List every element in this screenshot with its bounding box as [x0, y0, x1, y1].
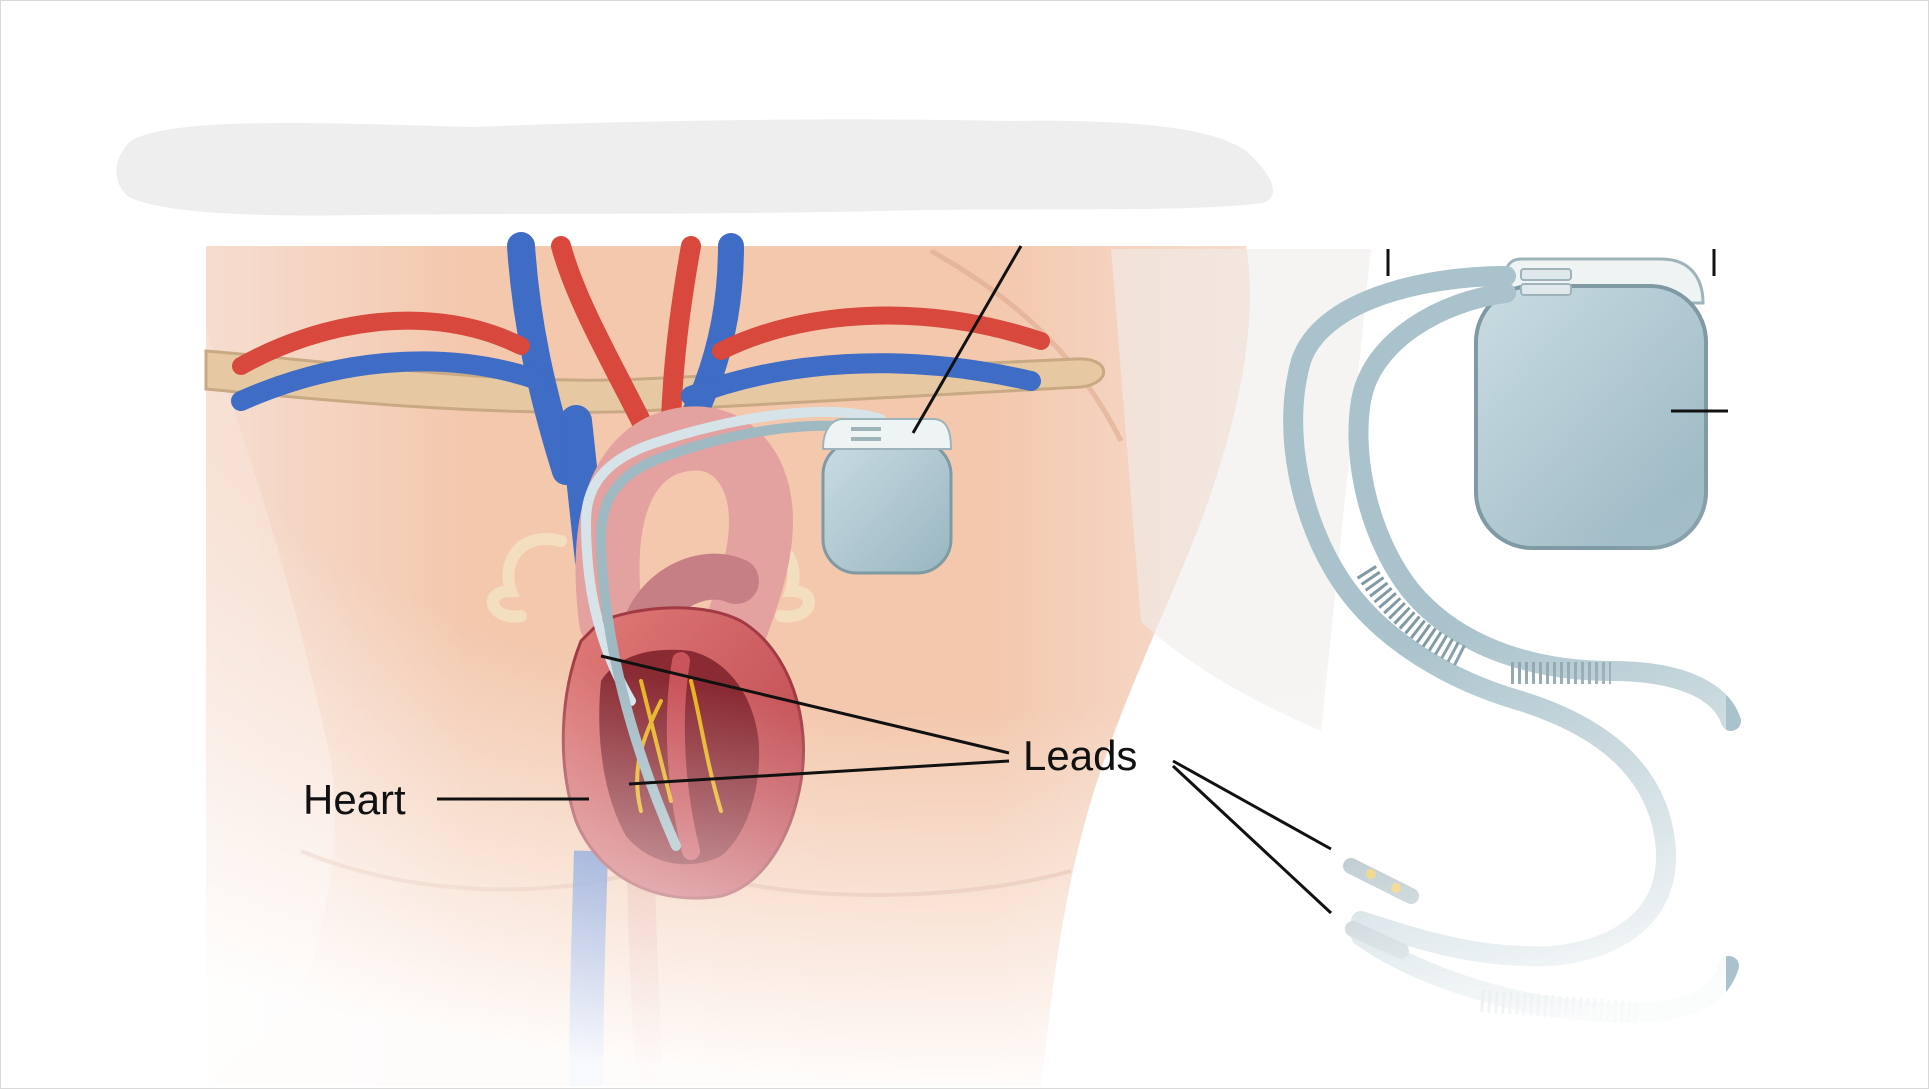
- leader-line-leads-2: [628, 759, 1010, 786]
- leader-line-leads-4: [1171, 764, 1333, 915]
- redaction-smear: [116, 119, 1274, 216]
- leader-line-leads-1: [600, 654, 1010, 755]
- leads-label: Leads: [1023, 732, 1138, 779]
- heart-label: Heart: [303, 776, 406, 823]
- redacted-title: [116, 119, 1274, 216]
- bottom-fade: [206, 246, 1726, 1088]
- leader-line-device: [911, 245, 1023, 434]
- leader-line-leads-3: [1172, 759, 1332, 851]
